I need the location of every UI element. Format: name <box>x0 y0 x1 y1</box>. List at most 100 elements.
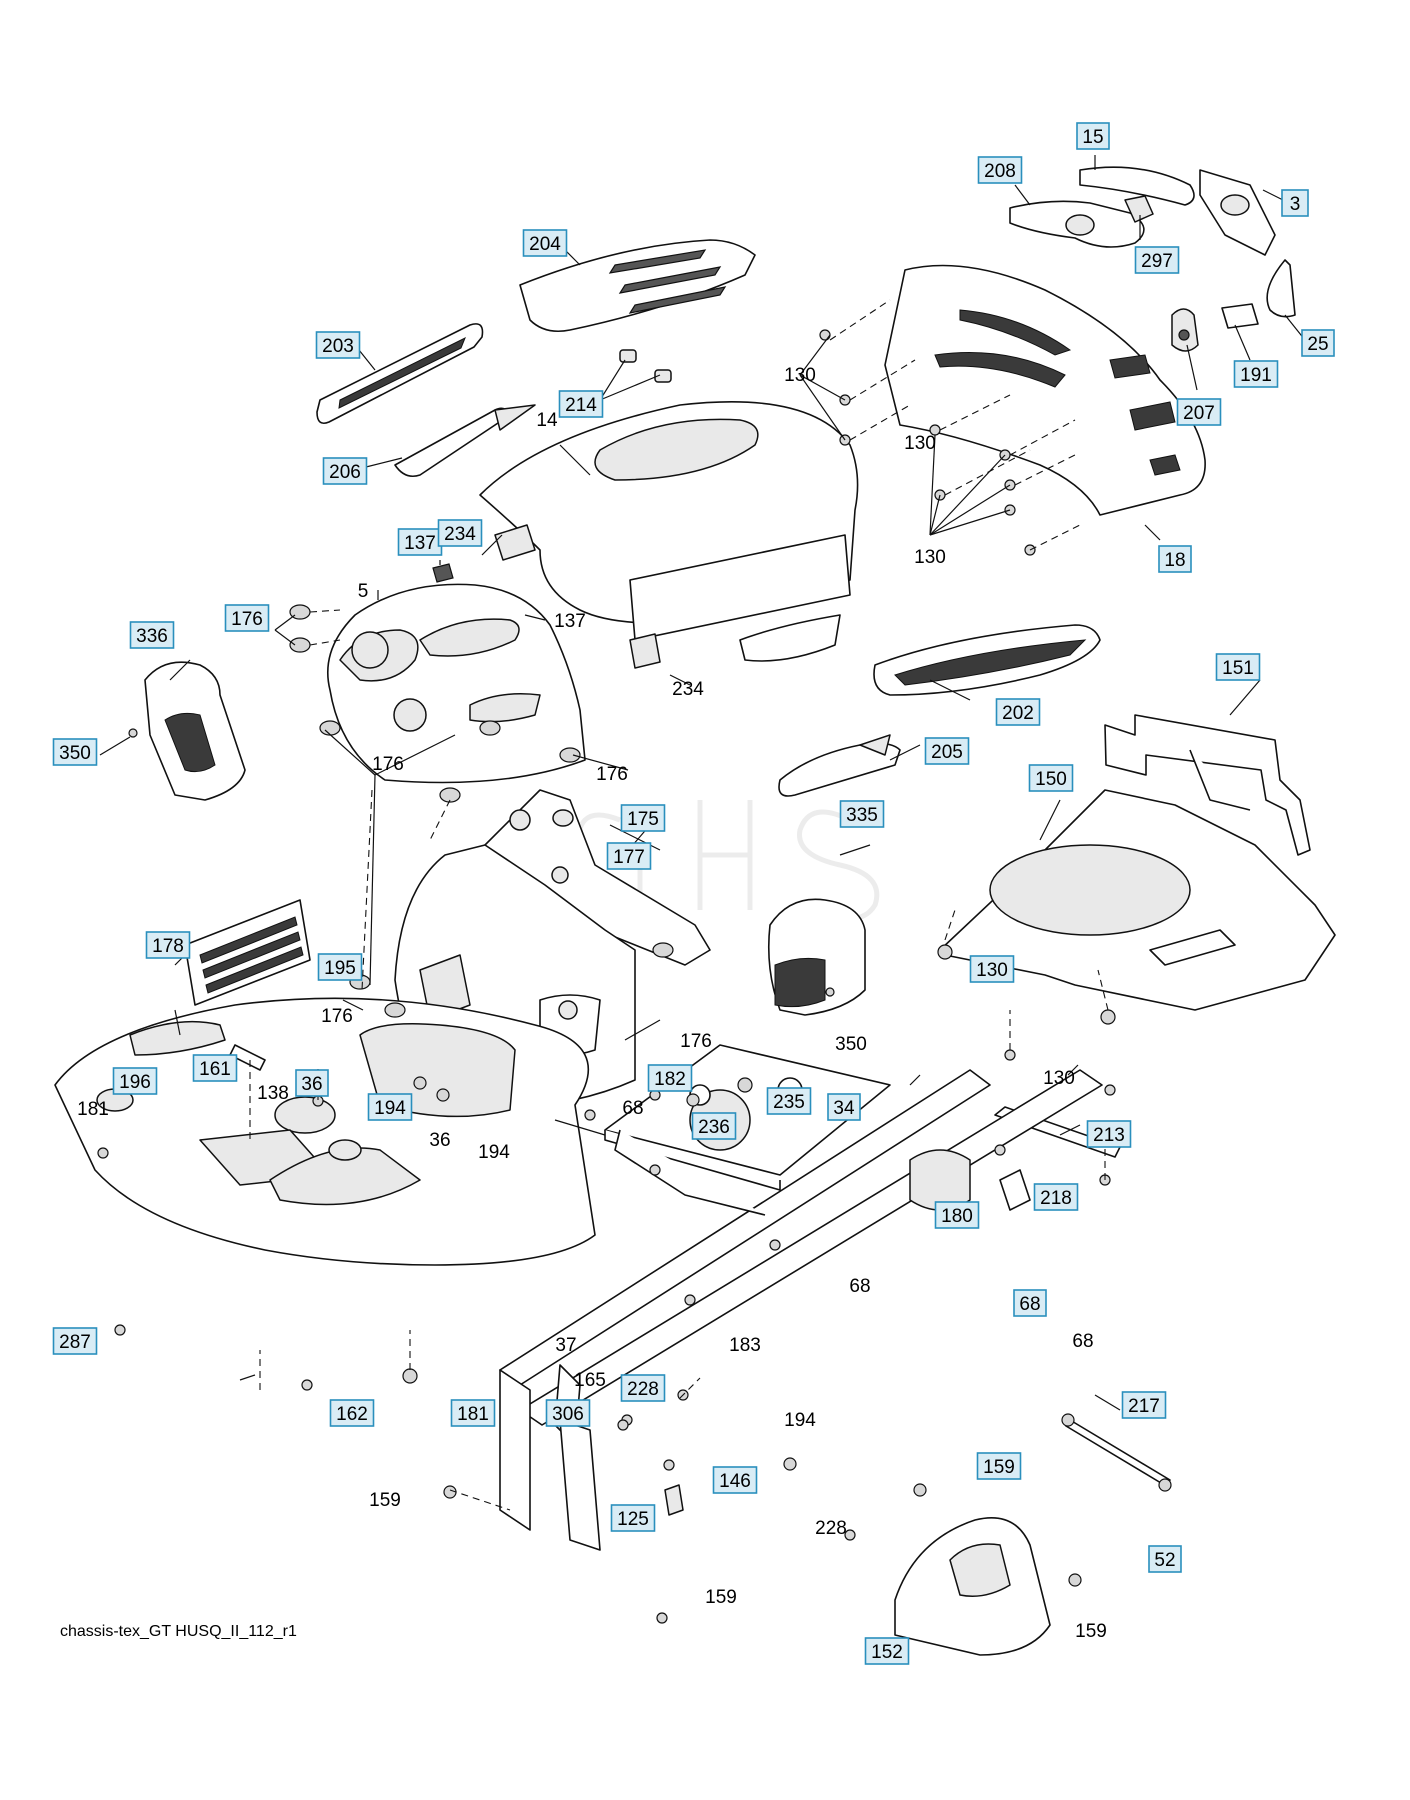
plain-callout-181: 181 <box>77 1099 109 1120</box>
callout-218: 218 <box>1033 1183 1079 1211</box>
callout-box <box>606 842 652 870</box>
part-208-lens-housing <box>1009 200 1145 248</box>
callout-208: 208 <box>977 156 1023 184</box>
callout-label: 218 <box>1040 1188 1072 1209</box>
callout-label: 181 <box>457 1404 489 1425</box>
callout-52: 52 <box>1148 1545 1182 1573</box>
callout-box <box>1013 1289 1047 1317</box>
part-18-front-bumper <box>884 264 1206 516</box>
callout-176: 176 <box>224 604 270 632</box>
callout-box <box>1028 764 1074 792</box>
callout-label: 207 <box>1183 403 1215 424</box>
plain-callout-165: 165 <box>574 1370 606 1391</box>
callout-175: 175 <box>620 804 666 832</box>
callout-box <box>315 331 361 359</box>
callout-label: 34 <box>833 1098 855 1119</box>
part-234-pads <box>494 524 661 669</box>
part-191-lamp <box>1221 303 1259 329</box>
callout-label: 235 <box>773 1092 805 1113</box>
callout-297: 297 <box>1134 246 1180 274</box>
callout-label: 68 <box>1019 1294 1040 1315</box>
callout-68: 68 <box>1013 1289 1047 1317</box>
callout-18: 18 <box>1158 545 1192 573</box>
callout-162: 162 <box>329 1399 375 1427</box>
callout-box <box>827 1093 861 1121</box>
callout-label: 25 <box>1307 334 1328 355</box>
callout-label: 146 <box>719 1471 751 1492</box>
part-214-clips <box>619 349 672 383</box>
callout-box <box>969 955 1015 983</box>
part-180-chassis-frame <box>499 1069 1103 1551</box>
callout-236: 236 <box>691 1112 737 1140</box>
part-202-grille <box>873 624 1101 696</box>
callout-box <box>620 1374 666 1402</box>
callout-box <box>864 1637 910 1665</box>
callout-label: 15 <box>1082 127 1103 148</box>
callout-box <box>1148 1545 1182 1573</box>
callout-box <box>976 1452 1022 1480</box>
callout-box <box>558 390 604 418</box>
callout-label: 350 <box>59 743 91 764</box>
plain-callout-176: 176 <box>321 1006 353 1027</box>
part-217-rod <box>1065 1419 1171 1487</box>
callout-label: 176 <box>231 609 263 630</box>
callout-150: 150 <box>1028 764 1074 792</box>
callout-box <box>1301 329 1335 357</box>
plain-callout-130: 130 <box>914 547 946 568</box>
callout-label: 213 <box>1093 1125 1125 1146</box>
part-151-bracket <box>1104 714 1311 856</box>
plain-callout-37: 37 <box>555 1335 576 1356</box>
callout-3: 3 <box>1281 189 1309 217</box>
callout-label: 137 <box>404 533 436 554</box>
callout-213: 213 <box>1086 1120 1132 1148</box>
callout-335: 335 <box>839 800 885 828</box>
callout-207: 207 <box>1176 398 1222 426</box>
callout-194: 194 <box>367 1093 413 1121</box>
part-206-vent-insert <box>394 404 536 478</box>
callout-178: 178 <box>145 931 191 959</box>
callout-box <box>647 1064 693 1092</box>
callout-label: 204 <box>529 234 561 255</box>
callout-label: 180 <box>941 1206 973 1227</box>
callout-306: 306 <box>545 1399 591 1427</box>
callout-box <box>1158 545 1192 573</box>
callout-177: 177 <box>606 842 652 870</box>
callout-label: 52 <box>1154 1550 1175 1571</box>
plain-callout-130: 130 <box>784 365 816 386</box>
callout-box <box>1121 1391 1167 1419</box>
callout-box <box>610 1504 656 1532</box>
callout-box <box>52 1327 98 1355</box>
callout-label: 205 <box>931 742 963 763</box>
callout-label: 228 <box>627 1379 659 1400</box>
callout-label: 234 <box>444 524 476 545</box>
part-161-plate <box>229 1044 266 1071</box>
callout-box <box>1215 653 1261 681</box>
callout-label: 195 <box>324 958 356 979</box>
plain-callout-68: 68 <box>622 1098 643 1119</box>
callout-label: 203 <box>322 336 354 357</box>
callout-130: 130 <box>969 955 1015 983</box>
callout-box <box>691 1112 737 1140</box>
callout-label: 130 <box>976 960 1008 981</box>
callout-label: 191 <box>1240 365 1272 386</box>
callout-box <box>1033 1183 1079 1211</box>
callout-label: 162 <box>336 1404 368 1425</box>
callout-202: 202 <box>995 698 1041 726</box>
callout-label: 159 <box>983 1457 1015 1478</box>
callout-180: 180 <box>934 1201 980 1229</box>
callout-label: 18 <box>1164 550 1185 571</box>
part-336-side-panel <box>144 661 246 801</box>
callout-box <box>977 156 1023 184</box>
plain-callout-159: 159 <box>369 1490 401 1511</box>
callout-204: 204 <box>522 229 568 257</box>
callout-box <box>450 1399 496 1427</box>
part-25-trim-piece <box>1266 259 1296 318</box>
assembly-lines <box>249 299 1109 1511</box>
callout-box <box>192 1054 238 1082</box>
callout-box <box>934 1201 980 1229</box>
callout-box <box>545 1399 591 1427</box>
callout-label: 336 <box>136 626 168 647</box>
